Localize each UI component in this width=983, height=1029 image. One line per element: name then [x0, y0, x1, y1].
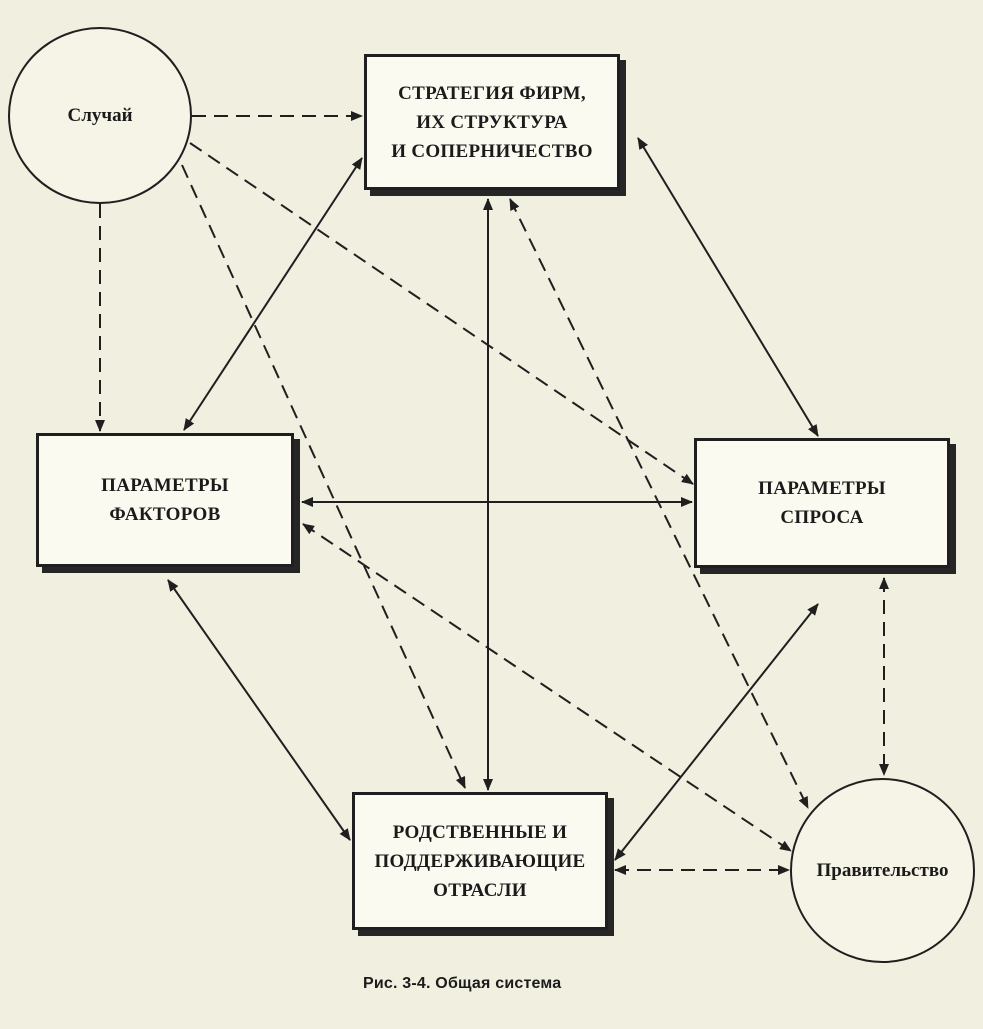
node-related-line-1: РОДСТВЕННЫЕ И: [392, 821, 568, 843]
node-related-line-3: ОТРАСЛИ: [433, 879, 527, 901]
node-government: Правительство: [790, 778, 975, 963]
node-chance: Случай: [8, 27, 192, 204]
node-related-line-2: ПОДДЕРЖИВАЮЩИЕ: [374, 850, 586, 872]
node-strategy-line-3: И СОПЕРНИЧЕСТВО: [391, 140, 593, 162]
node-related: РОДСТВЕННЫЕ И ПОДДЕРЖИВАЮЩИЕ ОТРАСЛИ: [352, 792, 608, 930]
node-demand: ПАРАМЕТРЫ СПРОСА: [694, 438, 950, 568]
arrow-factors-related: [167, 579, 351, 841]
node-factors-line-1: ПАРАМЕТРЫ: [101, 475, 229, 496]
node-strategy-line-2: ИХ СТРУКТУРА: [416, 111, 568, 133]
arrow-demand-related: [614, 603, 819, 861]
node-factors-line-2: ФАКТОРОВ: [109, 504, 221, 525]
node-factors: ПАРАМЕТРЫ ФАКТОРОВ: [36, 433, 294, 567]
arrow-strategy-demand: [637, 137, 819, 437]
arrow-strategy-factors: [183, 157, 363, 431]
node-government-label: Правительство: [816, 859, 949, 881]
node-chance-label: Случай: [67, 104, 133, 126]
node-strategy-line-1: СТРАТЕГИЯ ФИРМ,: [398, 82, 586, 104]
node-demand-line-2: СПРОСА: [780, 507, 864, 528]
node-demand-line-1: ПАРАМЕТРЫ: [758, 478, 886, 499]
node-strategy: СТРАТЕГИЯ ФИРМ, ИХ СТРУКТУРА И СОПЕРНИЧЕ…: [364, 54, 620, 190]
figure-caption: Рис. 3-4. Общая система: [363, 975, 562, 992]
